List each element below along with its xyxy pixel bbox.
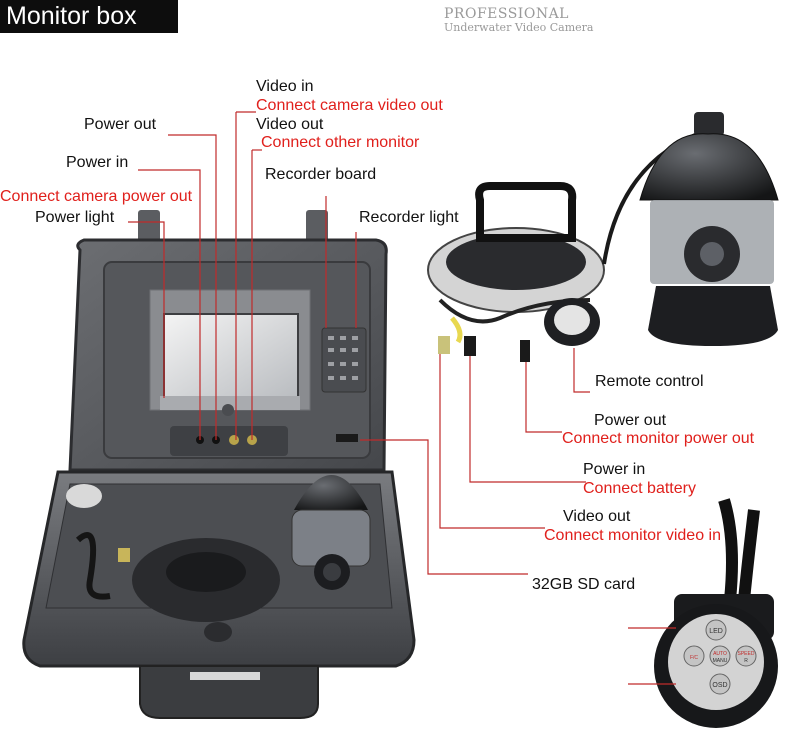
label-cable-power-in-note: Connect battery [583,480,696,497]
brand-line-2: Underwater Video Camera [444,21,594,34]
auto-button-label: AUTO [713,651,727,657]
remote-control-detail: LED F/C AUTO MANU SPEED R OSD [654,498,778,728]
leader-lines [128,111,676,685]
label-cable-video-out-note: Connect monitor video in [544,527,721,544]
brand-watermark: PROFESSIONAL Underwater Video Camera [444,6,594,34]
label-cable-video-out: Video out [563,508,631,525]
label-power-light: Power light [35,209,115,226]
label-remote-control: Remote control [595,373,704,390]
monitor-case-base [22,470,416,719]
speed-button-label: SPEED [738,651,755,657]
label-sd-card: 32GB SD card [532,576,636,593]
label-video-out: Video out [256,116,324,133]
manu-button-label: MANU [713,658,728,664]
label-power-out: Power out [84,116,157,133]
focus-button-label: F/C [690,655,698,661]
speed-sub-label: R [744,658,748,664]
label-cable-power-out: Power out [594,412,667,429]
label-power-in: Power in [66,154,129,171]
label-video-out-note: Connect other monitor [261,134,420,151]
brand-line-1: PROFESSIONAL [444,6,569,22]
label-recorder-light: Recorder light [359,209,459,226]
label-power-in-note: Connect camera power out [0,188,193,205]
page-title: Monitor box [0,0,178,33]
label-cable-power-out-note: Connect monitor power out [562,430,755,447]
underwater-camera [602,112,779,346]
label-video-in-note: Connect camera video out [256,97,443,114]
cable-reel [427,182,605,362]
label-video-in: Video in [256,78,314,95]
label-cable-power-in: Power in [583,461,646,478]
label-recorder-board: Recorder board [265,166,377,183]
led-button-label: LED [709,628,723,635]
monitor-screen [163,313,299,399]
monitor-case-lid [68,210,388,472]
osd-button-label: OSD [712,682,727,689]
